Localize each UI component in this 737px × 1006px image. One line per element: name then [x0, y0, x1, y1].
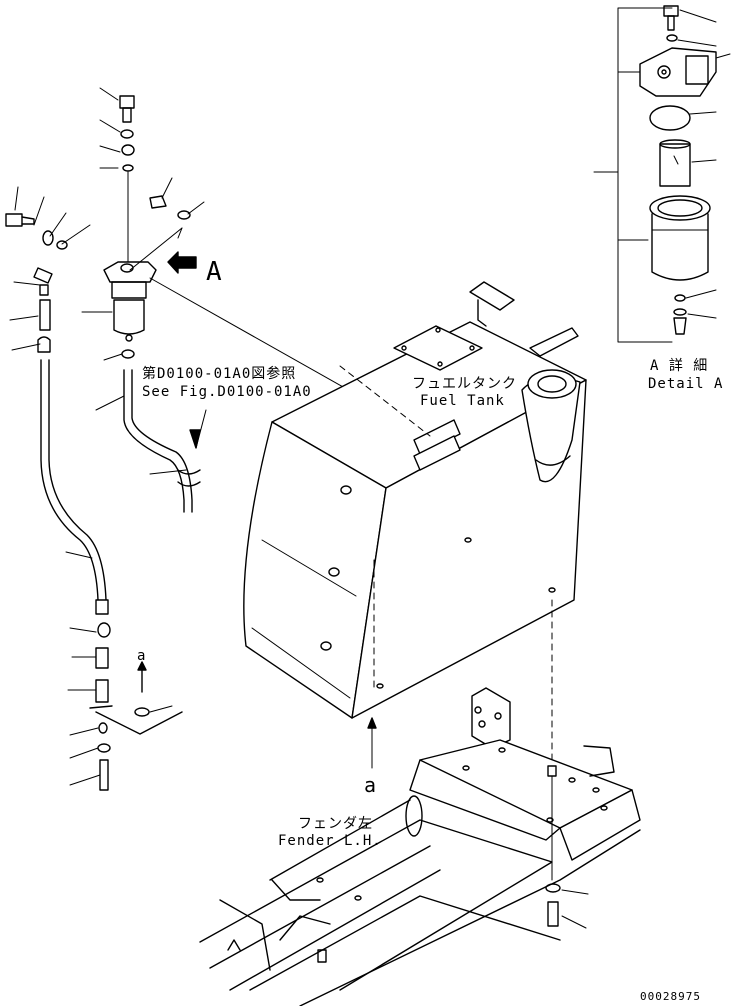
arrow-a-tank-label: a: [364, 773, 376, 797]
fender-frame: [199, 687, 641, 1006]
ref-fig-jp: 第D0100-01A0図参照: [142, 365, 296, 382]
hose-assembly: [5, 186, 183, 791]
detail-a-en: Detail A: [648, 376, 723, 392]
drawing-number: 00028975: [640, 990, 701, 1003]
fender-jp: フェンダ左: [298, 816, 373, 832]
detail-a-jp: A 詳 細: [650, 358, 708, 374]
ref-fig-en: See Fig.D0100-01A0: [142, 384, 312, 400]
view-a-letter: A: [206, 257, 222, 287]
fuel-tank: [243, 281, 587, 771]
detail-a: [593, 5, 731, 343]
arrow-a-lower-label: a: [137, 648, 146, 664]
fuel-tank-en: Fuel Tank: [420, 393, 505, 409]
fender-en: Fender L.H.: [278, 833, 382, 849]
fuel-tank-jp: フュエルタンク: [412, 376, 517, 392]
